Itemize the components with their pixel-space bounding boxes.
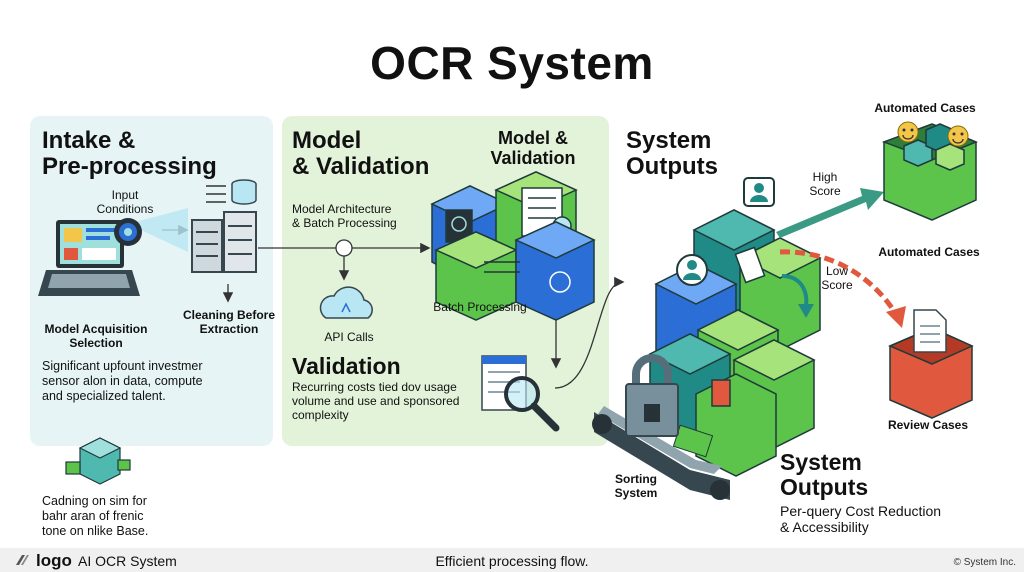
user-icon	[743, 177, 775, 207]
label-line: Selection	[69, 336, 123, 350]
model-subheading: Model & Validation	[478, 128, 588, 168]
model-heading-line: Model	[292, 127, 362, 154]
model-cube-stack	[430, 171, 596, 321]
label-line: High	[812, 170, 838, 184]
outputs-heading-line: System	[626, 127, 712, 154]
diagram-illustration	[38, 121, 978, 500]
desc-line: Significant upfount investmer	[42, 359, 203, 373]
input-conditions-label: Input Conditions	[80, 188, 170, 216]
low-score-label: Low Score	[812, 264, 862, 292]
outputs-heading-line: Outputs	[626, 153, 718, 180]
batch-processing-label: Batch Processing	[433, 300, 527, 314]
logo-icon	[16, 555, 29, 565]
server-icon	[191, 211, 257, 273]
node-circle	[335, 239, 353, 257]
subheading-line: Model &	[498, 128, 568, 148]
validation-heading: Validation	[292, 353, 401, 379]
outputs-heading: System Outputs	[626, 128, 718, 180]
label-line: Input	[111, 188, 139, 202]
desc-line: volume and use and sponsored	[292, 394, 460, 408]
label-line: Score	[809, 184, 841, 198]
cloud-icon	[319, 286, 373, 319]
bottom-heading-line: Outputs	[780, 474, 869, 500]
footer-app-name: AI OCR System	[78, 553, 177, 569]
model-heading-line: & Validation	[292, 153, 430, 180]
model-architecture-label: Model Architecture & Batch Processing	[292, 202, 397, 230]
label-line: System	[614, 486, 658, 500]
intake-description: Significant upfount investmer sensor alo…	[42, 359, 270, 404]
intake-heading: Intake & Pre-processing	[42, 128, 217, 180]
document-icon	[913, 309, 947, 353]
outputs-bottom-description: Per-query Cost Reduction & Accessibility	[780, 503, 941, 535]
label-line: Sorting	[615, 472, 657, 486]
validation-description: Recurring costs tied dov usage volume an…	[292, 380, 482, 422]
review-cases-label: Review Cases	[887, 418, 969, 432]
laptop-icon	[38, 220, 140, 296]
desc-line: Recurring costs tied dov usage	[292, 380, 457, 394]
smiley-icon	[897, 121, 919, 143]
padlock-icon	[625, 354, 679, 437]
label-line: Extraction	[199, 322, 259, 336]
desc-line: & Accessibility	[780, 519, 869, 535]
subheading-line: Validation	[490, 148, 576, 168]
logo-text: logo	[36, 551, 72, 570]
sorting-system-label: Sorting System	[600, 472, 672, 500]
label-line: Model Acquisition	[44, 322, 148, 336]
note-line: bahr aran of frenic	[42, 509, 144, 523]
sort-arrow-head	[798, 304, 814, 318]
footer-copyright: © System Inc.	[953, 557, 1016, 568]
automated-cases-label: Automated Cases	[878, 245, 980, 259]
smiley-icon	[947, 125, 969, 147]
report-magnifier-icon	[481, 355, 560, 432]
intake-heading-line: Pre-processing	[42, 153, 217, 180]
camera-lens-icon	[114, 208, 188, 252]
footer-bar	[0, 548, 1024, 572]
desc-line: Per-query Cost Reduction	[780, 503, 942, 519]
label-line: Cleaning Before	[182, 308, 275, 322]
database-icon	[206, 179, 257, 205]
api-calls-label: API Calls	[324, 330, 374, 344]
high-score-arrow	[776, 188, 884, 238]
desc-line: and specialized talent.	[42, 389, 166, 403]
label-line: Model Architecture	[292, 202, 392, 216]
desc-line: sensor alon in data, compute	[42, 374, 203, 388]
outputs-bottom-heading: System Outputs	[780, 450, 868, 500]
high-score-label: High Score	[800, 170, 850, 198]
label-line: & Batch Processing	[292, 216, 397, 230]
label-line: Low	[825, 264, 848, 278]
cube-stack-icon	[65, 437, 131, 485]
cleaning-label: Cleaning Before Extraction	[174, 308, 284, 336]
bottom-heading-line: System	[780, 449, 862, 475]
model-heading: Model & Validation	[292, 128, 429, 180]
note-line: Cadning on sim for	[42, 494, 147, 508]
automated-cases-top-label: Automated Cases	[874, 101, 976, 115]
sort-arrow	[781, 274, 809, 307]
desc-line: complexity	[292, 408, 349, 422]
note-line: tone on nlike Base.	[42, 524, 149, 538]
low-score-arrow	[779, 249, 899, 316]
low-score-arrow-head	[886, 306, 906, 328]
user-icon	[676, 254, 708, 286]
page-title: OCR System	[370, 37, 654, 89]
footer-tagline: Efficient processing flow.	[435, 553, 589, 569]
model-acquisition-label: Model Acquisition Selection	[36, 322, 156, 350]
intake-heading-line: Intake &	[42, 127, 136, 154]
label-line: Conditions	[96, 202, 154, 216]
intake-note: Cadning on sim for bahr aran of frenic t…	[42, 494, 212, 539]
label-line: Score	[821, 278, 853, 292]
